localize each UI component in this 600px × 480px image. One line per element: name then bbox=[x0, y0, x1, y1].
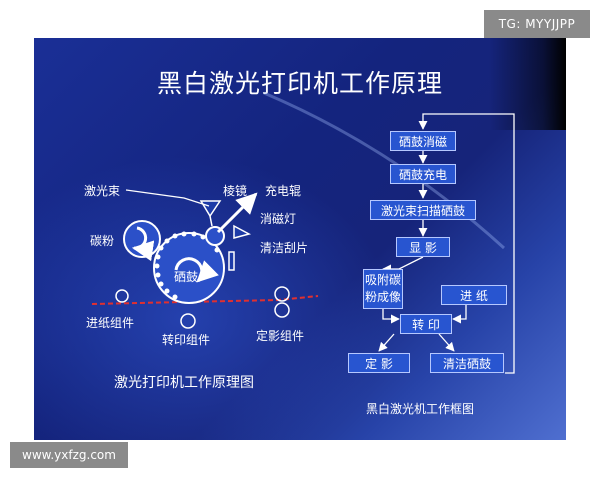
flow-box-toner-adsorb: 吸附碳粉成像 bbox=[363, 269, 403, 309]
flow-box-laser-scan: 激光束扫描硒鼓 bbox=[370, 200, 476, 220]
toner-circle bbox=[123, 220, 161, 258]
fuser-roller-top bbox=[274, 286, 290, 302]
watermark-bottom-left: www.yxfzg.com bbox=[10, 442, 128, 468]
left-caption: 激光打印机工作原理图 bbox=[114, 375, 254, 391]
flow-box-drum-demag: 硒鼓消磁 bbox=[390, 131, 456, 151]
right-caption: 黑白激光机工作框图 bbox=[366, 402, 475, 416]
laser-beam-line bbox=[125, 189, 210, 207]
page-title: 黑白激光打印机工作原理 bbox=[156, 69, 443, 98]
label-cleaning-blade: 清洁刮片 bbox=[260, 241, 309, 255]
label-drum: 硒鼓 bbox=[174, 270, 199, 284]
cleaning-blade-rect bbox=[228, 251, 235, 271]
flow-box-drum-charge: 硒鼓充电 bbox=[390, 164, 456, 184]
watermark-top-right: TG: MYYJJPP bbox=[484, 10, 590, 38]
prism-triangle bbox=[199, 200, 222, 218]
fuser-roller-bottom bbox=[274, 302, 290, 318]
prism-to-drum-line bbox=[209, 215, 213, 227]
drum-circle bbox=[153, 232, 225, 304]
label-laser-beam: 激光束 bbox=[84, 184, 121, 198]
label-charge-roller: 充电辊 bbox=[265, 184, 302, 198]
flow-box-paper-feed: 进 纸 bbox=[441, 285, 507, 305]
flow-box-clean-drum: 清洁硒鼓 bbox=[430, 353, 504, 373]
label-feed-unit: 进纸组件 bbox=[86, 316, 135, 330]
feed-roller-circle bbox=[115, 289, 129, 303]
transfer-roller-circle bbox=[180, 313, 196, 329]
erase-lamp-triangle bbox=[233, 224, 252, 239]
label-transfer-unit: 转印组件 bbox=[162, 333, 211, 347]
label-prism: 棱镜 bbox=[223, 184, 248, 198]
toner-rotation-arrow bbox=[131, 226, 155, 262]
charge-arrow bbox=[216, 192, 258, 234]
slide-dark-corner bbox=[489, 38, 566, 130]
label-fuser-unit: 定影组件 bbox=[256, 329, 305, 343]
flow-box-fixing: 定 影 bbox=[348, 353, 410, 373]
light-streak bbox=[263, 91, 506, 250]
label-erase-lamp: 消磁灯 bbox=[260, 212, 297, 226]
flow-box-transfer: 转 印 bbox=[400, 314, 452, 334]
diagram-graphics bbox=[91, 91, 515, 374]
slide: 黑白激光打印机工作原理 bbox=[34, 38, 566, 440]
paper-path bbox=[91, 295, 319, 305]
drum-rotation-arrow bbox=[174, 257, 219, 283]
label-toner: 碳粉 bbox=[90, 234, 115, 248]
flow-box-develop: 显 影 bbox=[396, 237, 450, 257]
